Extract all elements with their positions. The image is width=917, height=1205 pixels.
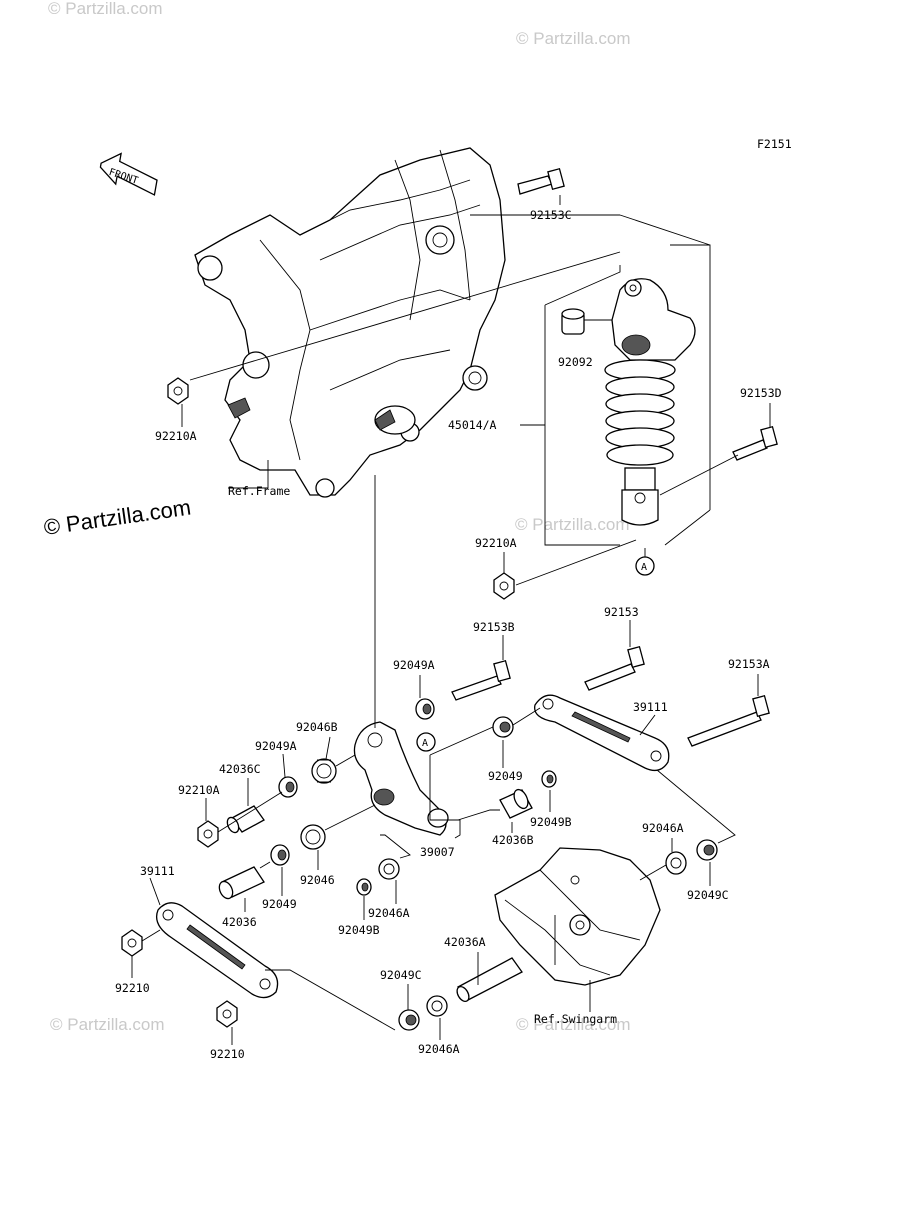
label-92049-mid: 92049	[488, 769, 523, 783]
label-42036: 42036	[222, 915, 257, 929]
nut-92210-a-icon	[121, 929, 143, 957]
label-92049-left: 92049	[262, 897, 297, 911]
nut-92210-b-icon	[216, 1000, 238, 1028]
swingarm-drawing	[494, 847, 661, 986]
rocker-arm-39007-icon	[353, 721, 449, 836]
bolt-92153c-icon	[517, 167, 565, 195]
label-92049A-left: 92049A	[255, 739, 297, 753]
label-92049C-right: 92049C	[687, 888, 729, 902]
bolt-92153b-icon	[451, 659, 511, 701]
watermark-mid-right: © Partzilla.com	[515, 515, 630, 534]
frame-drawing	[194, 147, 506, 498]
bearing-92046a-bottom-icon	[426, 995, 448, 1017]
label-42036B: 42036B	[492, 833, 534, 847]
label-92046A-right: 92046A	[642, 821, 684, 835]
label-42036A: 42036A	[444, 935, 486, 949]
nut-92210a-top-icon	[167, 377, 189, 405]
watermark-bottom-right: © Partzilla.com	[516, 1015, 631, 1034]
label-92210-b: 92210	[210, 1047, 245, 1061]
callout-a-top: A	[635, 556, 655, 576]
collar-92092-icon	[561, 308, 585, 335]
label-92046B: 92046B	[296, 720, 338, 734]
washer-92049a-left-icon	[278, 776, 298, 798]
collar-42036a-icon	[456, 957, 523, 1003]
bearing-92046a-mid-icon	[378, 858, 400, 880]
label-92210A-left: 92210A	[178, 783, 220, 797]
label-92046A-mid: 92046A	[368, 906, 410, 920]
bearing-92046a-right-icon	[665, 851, 687, 875]
svg-text:A: A	[422, 738, 428, 749]
washer-92049b-right-icon	[541, 770, 557, 788]
bolt-92153d-icon	[732, 425, 778, 461]
label-92046A-bottom: 92046A	[418, 1042, 460, 1056]
bolt-92153-icon	[584, 645, 645, 691]
watermark-top-right: © Partzilla.com	[516, 29, 631, 48]
collar-42036-icon	[218, 866, 265, 900]
svg-text:A: A	[641, 562, 647, 573]
washer-92049c-right-icon	[696, 839, 718, 861]
ref-swingarm-label: Ref.Swingarm	[534, 1012, 617, 1026]
bearing-92046b-icon	[311, 758, 337, 784]
label-92092: 92092	[558, 355, 593, 369]
shock-absorber-icon	[604, 278, 696, 526]
ref-frame-label: Ref.Frame	[228, 484, 290, 498]
label-92210A-top: 92210A	[155, 429, 197, 443]
label-92153B: 92153B	[473, 620, 515, 634]
bearing-92046-icon	[300, 824, 326, 850]
label-39007: 39007	[420, 845, 455, 859]
washer-92049-mid-icon	[492, 716, 514, 738]
nut-92210a-left-icon	[197, 820, 219, 848]
label-92210A-mid: 92210A	[475, 536, 517, 550]
washer-92049a-top-icon	[415, 698, 435, 720]
nut-92210a-mid-icon	[493, 572, 515, 600]
bolt-92153a-icon	[687, 694, 770, 747]
link-39111-left-icon	[155, 902, 279, 999]
watermark-top-left: © Partzilla.com	[48, 0, 163, 18]
label-45014A: 45014/A	[448, 418, 497, 432]
label-92046: 92046	[300, 873, 335, 887]
label-39111-left: 39111	[140, 864, 175, 878]
label-92049B-right: 92049B	[530, 815, 572, 829]
label-92210-a: 92210	[115, 981, 150, 995]
label-92153: 92153	[604, 605, 639, 619]
washer-92049-left-icon	[270, 844, 290, 866]
label-39111-right: 39111	[633, 700, 668, 714]
link-39111-right-icon	[534, 694, 670, 772]
label-92153A: 92153A	[728, 657, 770, 671]
label-92049A-top: 92049A	[393, 658, 435, 672]
callout-a-mid: A	[416, 732, 436, 752]
front-arrow-icon: FRONT	[99, 152, 158, 196]
watermark-main: © Partzilla.com	[42, 495, 192, 540]
label-92153D: 92153D	[740, 386, 782, 400]
diagram-code: F2151	[757, 137, 792, 151]
label-92049C-bottom: 92049C	[380, 968, 422, 982]
washer-92049b-mid-icon	[356, 878, 372, 896]
watermark-bottom-left: © Partzilla.com	[50, 1015, 165, 1034]
washer-92049c-bottom-icon	[398, 1009, 420, 1031]
collar-42036b-icon	[499, 788, 533, 819]
label-92049B-mid: 92049B	[338, 923, 380, 937]
collar-42036c-icon	[226, 805, 265, 834]
label-42036C: 42036C	[219, 762, 261, 776]
